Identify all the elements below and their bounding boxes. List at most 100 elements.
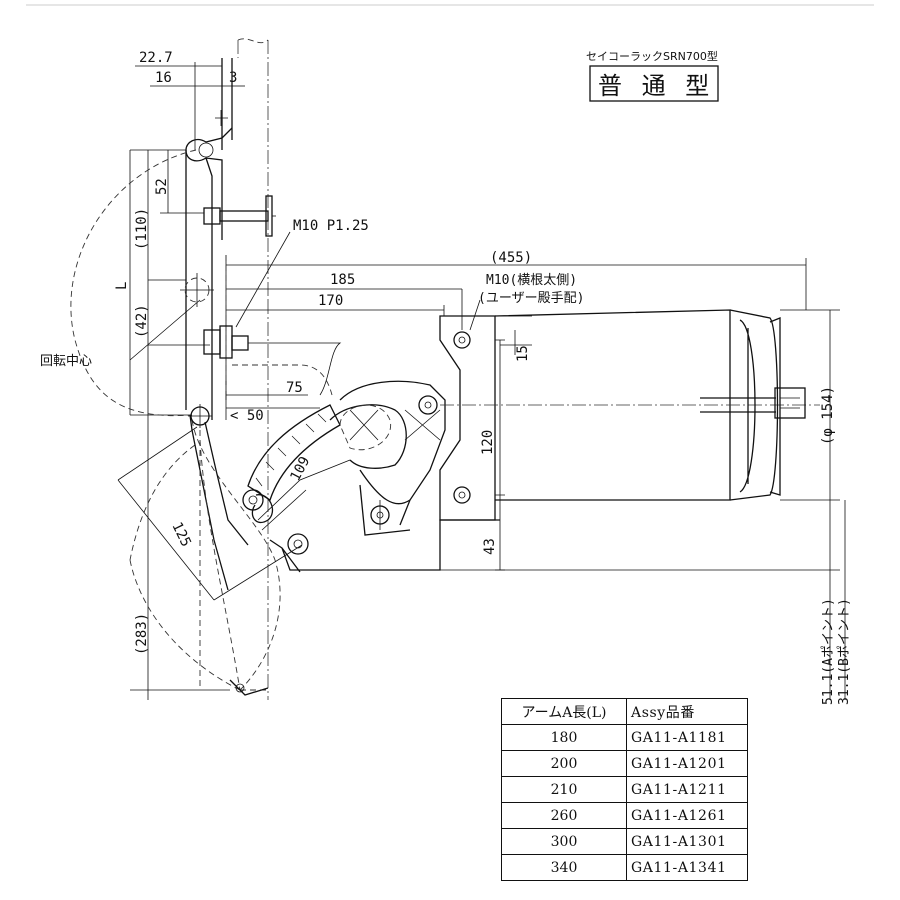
- bracket-center-mark: [215, 110, 228, 126]
- arm-a-pivot-cross: [188, 404, 212, 428]
- m10-side-line2: (ユーザー殿手配): [478, 291, 584, 306]
- table-header-arm-length: アームA長(L): [501, 698, 627, 725]
- dim-120: 120: [480, 430, 496, 455]
- m10-bolt-dashed: [232, 364, 333, 396]
- dim-42-line: [148, 279, 210, 346]
- closer-side-outline: [359, 469, 411, 536]
- rotation-center-leader: [129, 299, 201, 361]
- dim-phi154: (φ 154): [820, 386, 836, 445]
- link-109-lines: [257, 459, 351, 531]
- cam-cross-2: [404, 409, 441, 441]
- m10-side-leader: [469, 299, 481, 331]
- dim-125: 125: [168, 520, 193, 550]
- mount-hole-top-inner: [458, 336, 466, 344]
- table-cell-assy: GA11-A1301: [626, 828, 748, 855]
- frame-break-line: [237, 38, 269, 44]
- mount-hole-bottom-inner: [458, 491, 466, 499]
- table-row: 180 GA11-A1181: [501, 724, 748, 751]
- arm-b-tip-pin: [235, 683, 245, 693]
- dim-52: 52: [154, 178, 170, 195]
- vertical-arm-plate: [185, 150, 213, 420]
- table-cell-assy: GA11-A1261: [626, 802, 748, 829]
- closer-end-rim: [769, 317, 781, 496]
- dim-185: 185: [330, 272, 355, 288]
- dim-15: 15: [515, 345, 531, 362]
- closer-arm-cam: [339, 380, 446, 526]
- table-row: 340 GA11-A1341: [501, 854, 748, 881]
- dim-170: 170: [318, 293, 343, 309]
- dim-120-line: [495, 339, 505, 520]
- curved-link-hatch: [255, 413, 327, 487]
- dim-170-line: [226, 305, 445, 316]
- closer-base-plate: [269, 519, 500, 573]
- closer-rod: [700, 397, 776, 413]
- dim-283: (283): [134, 613, 150, 655]
- dim-42: (42): [134, 304, 150, 338]
- rotation-center-label: 回転中心: [40, 354, 92, 369]
- top-bolt-shank: [219, 210, 269, 222]
- closer-spindle-inner: [424, 401, 432, 409]
- bracket-pin: [198, 142, 214, 158]
- top-dimension-lines: [135, 62, 233, 150]
- table-cell-assy: GA11-A1341: [626, 854, 748, 881]
- table-cell-length: 260: [501, 802, 627, 829]
- table-cell-length: 210: [501, 776, 627, 803]
- dim-22-7: 22.7: [139, 50, 173, 66]
- dim-455: (455): [490, 250, 532, 266]
- table-header-row: アームA長(L) Assy品番: [501, 698, 748, 725]
- closer-end-cap-inner: [739, 319, 756, 493]
- rotation-arc-left: [129, 444, 241, 691]
- dim-16: 16: [155, 70, 172, 86]
- assy-part-number-table: アームA長(L) Assy品番 180 GA11-A1181 200 GA11-…: [501, 698, 748, 881]
- table-row: 210 GA11-A1211: [501, 776, 748, 803]
- m10-bolt-nut: [231, 335, 249, 351]
- table-cell-length: 340: [501, 854, 627, 881]
- dim-75: 75: [286, 380, 303, 396]
- table-row: 200 GA11-A1201: [501, 750, 748, 777]
- dim-3: 3: [229, 70, 237, 86]
- dim-109: 109: [287, 454, 313, 484]
- table-cell-length: 300: [501, 828, 627, 855]
- rotation-center-cross: [180, 273, 214, 307]
- point-ab-lines: [300, 500, 846, 700]
- point-b-label: 31.1(Bポイント): [837, 598, 852, 705]
- dim-43: 43: [482, 538, 498, 555]
- top-bolt-washer: [265, 195, 273, 237]
- table-row: 260 GA11-A1261: [501, 802, 748, 829]
- dim-52-line: [160, 150, 204, 214]
- table-header-assy-no: Assy品番: [626, 698, 748, 725]
- table-row: 300 GA11-A1301: [501, 828, 748, 855]
- cam-dashed: [339, 404, 392, 451]
- dim-50: < 50: [230, 408, 264, 424]
- m10-leader: [235, 231, 291, 328]
- m10-bolt-rod: [248, 342, 342, 396]
- cam-cross: [349, 409, 379, 441]
- model-label: セイコーラックSRN700型: [586, 49, 718, 63]
- mount-hole-top: [453, 331, 471, 349]
- dim-15-line: [500, 315, 532, 355]
- top-rule: [26, 4, 874, 6]
- table-cell-length: 180: [501, 724, 627, 751]
- type-label-box: [589, 65, 719, 102]
- table-cell-length: 200: [501, 750, 627, 777]
- arm-b-dashed: [199, 439, 270, 691]
- arm-link-pin-inner: [248, 495, 258, 505]
- arm-link-pin: [242, 489, 264, 511]
- cam-profile: [329, 404, 407, 469]
- dim-185-line: [226, 288, 463, 330]
- dim-125-lines: [117, 426, 303, 601]
- closer-spindle: [418, 395, 438, 415]
- frame-chain-lines: [237, 40, 269, 62]
- rotation-arc-upper: [70, 149, 197, 417]
- closer-end-nut: [774, 387, 806, 419]
- mount-hole-bottom: [453, 486, 471, 504]
- dim-110: (110): [134, 208, 150, 250]
- dim-m10-p125: M10 P1.25: [293, 218, 369, 234]
- point-a-label: 51.1(Aポイント): [821, 598, 836, 705]
- dim-L: L: [114, 282, 130, 290]
- arm-b-tip: [229, 679, 269, 696]
- base-pivot-inner: [293, 539, 303, 549]
- base-pivot: [287, 533, 309, 555]
- rotation-arc-lower: [191, 419, 281, 691]
